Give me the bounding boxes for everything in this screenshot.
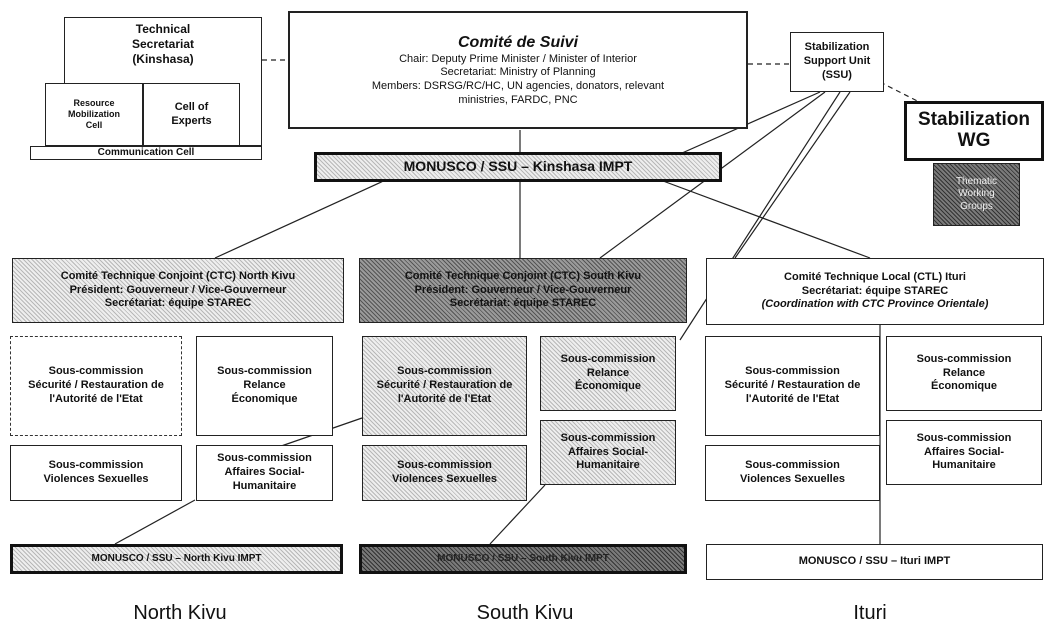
ituri-ctl-line-3: (Coordination with CTC Province Oriental… <box>761 298 989 311</box>
north-kivu-impt: MONUSCO / SSU – North Kivu IMPT <box>10 544 343 574</box>
north-kivu-sc-relance: Sous-commission Relance Économique <box>196 336 333 436</box>
ituri-ctl-line-2: Secrétariat: équipe STAREC <box>801 284 949 297</box>
north-kivu-sc-violences: Sous-commission Violences Sexuelles <box>10 445 182 501</box>
ituri-impt: MONUSCO / SSU – Ituri IMPT <box>706 544 1043 580</box>
monusco-kinshasa-label: MONUSCO / SSU – Kinshasa IMPT <box>403 158 633 175</box>
south-kivu-ctc-box: Comité Technique Conjoint (CTC) South Ki… <box>359 258 687 323</box>
north-kivu-sc-affaires: Sous-commission Affaires Social-Humanita… <box>196 445 333 501</box>
south-kivu-region-label: South Kivu <box>476 602 574 624</box>
stabilization-wg-label: Stabilization WG <box>918 109 1030 151</box>
ituri-sc-relance: Sous-commission Relance Économique <box>886 336 1042 411</box>
stabilization-wg-box: Stabilization WG <box>904 101 1044 161</box>
ituri-sc-violences-label: Sous-commission Violences Sexuelles <box>740 459 845 485</box>
south-kivu-impt-label: MONUSCO / SSU – South Kivu IMPT <box>437 552 609 564</box>
comite-secretariat: Secretariat: Ministry of Planning <box>440 66 596 79</box>
ituri-sc-affaires: Sous-commission Affaires Social-Humanita… <box>886 420 1042 485</box>
ituri-impt-label: MONUSCO / SSU – Ituri IMPT <box>798 555 951 568</box>
south-kivu-impt: MONUSCO / SSU – South Kivu IMPT <box>359 544 687 574</box>
comite-members-1: Members: DSRSG/RC/HC, UN agencies, donat… <box>371 80 665 92</box>
ituri-ctl-box: Comité Technique Local (CTL) Ituri Secré… <box>706 258 1044 325</box>
ssu-label: Stabilization Support Unit (SSU) <box>803 41 871 81</box>
north-kivu-sc-securite-label: Sous-commission Sécurité / Restauration … <box>28 365 164 405</box>
south-kivu-sc-relance: Sous-commission Relance Économique <box>540 336 676 411</box>
ituri-region-label: Ituri <box>853 602 887 624</box>
north-kivu-sc-relance-label: Sous-commission Relance Économique <box>217 365 312 405</box>
ituri-sc-securite: Sous-commission Sécurité / Restauration … <box>705 336 880 436</box>
south-kivu-ctc-line-2: Président: Gouverneur / Vice-Gouverneur <box>414 283 632 296</box>
north-kivu-sc-violences-label: Sous-commission Violences Sexuelles <box>43 459 149 485</box>
south-kivu-sc-securite-label: Sous-commission Sécurité / Restauration … <box>376 365 513 405</box>
north-kivu-ctc-line-2: Président: Gouverneur / Vice-Gouverneur <box>69 283 287 296</box>
north-kivu-sc-affaires-label: Sous-commission Affaires Social-Humanita… <box>217 452 312 492</box>
south-kivu-sc-violences: Sous-commission Violences Sexuelles <box>362 445 527 501</box>
south-kivu-sc-securite: Sous-commission Sécurité / Restauration … <box>362 336 527 436</box>
ituri-sc-affaires-label: Sous-commission Affaires Social-Humanita… <box>916 431 1012 472</box>
north-kivu-region-label: North Kivu <box>133 602 227 624</box>
south-kivu-sc-affaires-label: Sous-commission Affaires Social-Humanita… <box>560 431 656 472</box>
ssu-box: Stabilization Support Unit (SSU) <box>790 32 884 92</box>
south-kivu-sc-affaires: Sous-commission Affaires Social-Humanita… <box>540 420 676 485</box>
communication-cell: Communication Cell <box>30 146 262 160</box>
communication-cell-label: Communication Cell <box>97 146 195 158</box>
north-kivu-ctc-line-3: Secrétariat: équipe STAREC <box>104 297 252 310</box>
monusco-kinshasa-impt: MONUSCO / SSU – Kinshasa IMPT <box>314 152 722 182</box>
comite-de-suivi-title: Comité de Suivi <box>457 33 579 51</box>
resource-mobilization-cell: Resource Mobilization Cell <box>45 83 143 146</box>
north-kivu-sc-securite: Sous-commission Sécurité / Restauration … <box>10 336 182 436</box>
south-kivu-ctc-line-1: Comité Technique Conjoint (CTC) South Ki… <box>404 269 642 282</box>
ituri-ctl-line-1: Comité Technique Local (CTL) Ituri <box>784 270 966 283</box>
ituri-sc-violences: Sous-commission Violences Sexuelles <box>705 445 880 501</box>
south-kivu-sc-violences-label: Sous-commission Violences Sexuelles <box>392 459 497 485</box>
cell-of-experts: Cell of Experts <box>143 83 240 146</box>
south-kivu-ctc-line-3: Secrétariat: équipe STAREC <box>449 297 597 310</box>
thematic-working-groups-box: Thematic Working Groups <box>933 163 1020 226</box>
north-kivu-ctc-line-1: Comité Technique Conjoint (CTC) North Ki… <box>60 269 296 282</box>
south-kivu-sc-relance-label: Sous-commission Relance Économique <box>560 352 656 393</box>
ituri-sc-securite-label: Sous-commission Sécurité / Restauration … <box>724 365 861 405</box>
north-kivu-impt-label: MONUSCO / SSU – North Kivu IMPT <box>91 552 262 564</box>
cell-of-experts-label: Cell of Experts <box>171 100 212 127</box>
comite-chair: Chair: Deputy Prime Minister / Minister … <box>399 52 637 65</box>
north-kivu-ctc-box: Comité Technique Conjoint (CTC) North Ki… <box>12 258 344 323</box>
technical-secretariat-label: Technical Secretariat (Kinshasa) <box>131 22 195 66</box>
comite-members-2: ministries, FARDC, PNC <box>458 93 578 106</box>
comite-de-suivi-box: Comité de Suivi Chair: Deputy Prime Mini… <box>288 11 748 129</box>
ituri-sc-relance-label: Sous-commission Relance Économique <box>916 352 1012 393</box>
resource-mobilization-label: Resource Mobilization Cell <box>68 97 120 131</box>
thematic-working-groups-label: Thematic Working Groups <box>955 175 998 212</box>
